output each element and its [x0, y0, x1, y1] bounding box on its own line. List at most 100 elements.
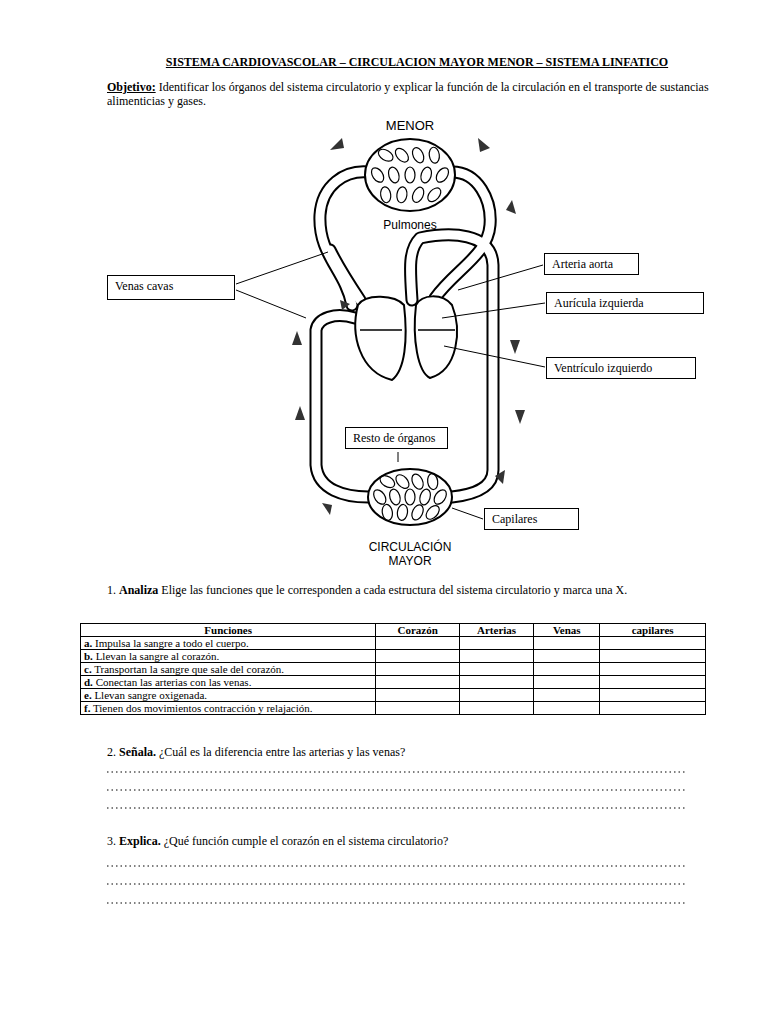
- function-text: Tienen dos movimientos contracción y rel…: [93, 702, 313, 714]
- answer-cell: [376, 650, 460, 663]
- answer-cell: [459, 650, 533, 663]
- label-box: Capilares: [484, 508, 579, 530]
- title-block: SISTEMA CARDIOVASCOLAR – CIRCULACION MAY…: [107, 55, 727, 70]
- label-box: Ventrículo izquierdo: [546, 357, 696, 379]
- lungs-block: Pulmones: [360, 218, 460, 232]
- question-verb: Explica.: [119, 834, 161, 848]
- answer-lines: [107, 772, 687, 903]
- leader-line: [398, 452, 399, 462]
- menor-block: MENOR: [360, 118, 460, 133]
- answer-cell: [459, 637, 533, 650]
- function-cell: f. Tienen dos movimientos contracción y …: [81, 702, 376, 715]
- label-box: Aurícula izquierda: [546, 292, 704, 314]
- answer-cell: [600, 663, 706, 676]
- answer-cell: [600, 702, 706, 715]
- question-verb: Señala.: [119, 745, 156, 759]
- function-text: Transportan la sangre que sale del coraz…: [94, 663, 284, 675]
- row-letter: c.: [84, 663, 92, 675]
- leader-line: [458, 265, 543, 290]
- leader-line: [236, 290, 306, 318]
- answer-cell: [534, 637, 600, 650]
- answer-cell: [534, 676, 600, 689]
- question-text: Elige las funciones que le corresponden …: [161, 583, 627, 597]
- answer-cell: [534, 702, 600, 715]
- table-header: Funciones: [204, 624, 252, 636]
- header-cell: capilares: [600, 624, 706, 637]
- label-box: Venas cavas: [107, 275, 235, 300]
- answer-cell: [376, 637, 460, 650]
- organ-label: Pulmones: [383, 218, 436, 232]
- leader-line: [442, 303, 545, 318]
- flow-arrows: [292, 138, 525, 515]
- vessels: [316, 172, 493, 497]
- heart-right: [355, 297, 405, 380]
- objective-text: Identificar los órganos del sistema circ…: [107, 80, 709, 108]
- label-box: Resto de órganos: [345, 427, 448, 449]
- mayor-block: CIRCULACIÓN MAYOR: [355, 540, 465, 568]
- function-text: Llevan la sangre al corazón.: [96, 650, 220, 662]
- row-letter: f.: [84, 702, 90, 714]
- question-text: ¿Cuál es la diferencia entre las arteria…: [159, 745, 405, 759]
- row-letter: d.: [84, 676, 93, 688]
- function-cell: d. Conectan las arterias con las venas.: [81, 676, 376, 689]
- question-block: 2. Señala. ¿Cuál es la diferencia entre …: [107, 745, 717, 760]
- function-cell: a. Impulsa la sangre a todo el cuerpo.: [81, 637, 376, 650]
- header-cell: Arterias: [459, 624, 533, 637]
- circulation-label: MENOR: [386, 118, 434, 133]
- table-header: capilares: [632, 624, 674, 636]
- answer-cell: [459, 676, 533, 689]
- box-label: Aurícula izquierda: [554, 296, 644, 310]
- leader-line: [236, 252, 328, 284]
- function-text: Conectan las arterias con las venas.: [96, 676, 252, 688]
- question-number: 1.: [107, 583, 116, 597]
- lung-capillaries: [365, 139, 455, 211]
- box-label: Arteria aorta: [552, 257, 613, 271]
- objective-heading: Objetivo:: [107, 80, 156, 94]
- answer-cell: [459, 663, 533, 676]
- question-number: 2.: [107, 745, 116, 759]
- table-header: Corazón: [397, 624, 437, 636]
- question-text: ¿Qué función cumple el corazón en el sis…: [164, 834, 449, 848]
- label-box: Arteria aorta: [544, 253, 639, 275]
- circulation-label: CIRCULACIÓN MAYOR: [369, 540, 452, 568]
- answer-cell: [534, 650, 600, 663]
- table-header: Arterias: [477, 624, 516, 636]
- question-number: 3.: [107, 834, 116, 848]
- heart-valves: [360, 329, 455, 331]
- answer-cell: [376, 689, 460, 702]
- box-label: Resto de órganos: [353, 431, 435, 445]
- header-cell: Corazón: [376, 624, 460, 637]
- box-label: Capilares: [492, 512, 537, 526]
- question-verb: Analiza: [119, 583, 158, 597]
- answer-cell: [534, 689, 600, 702]
- header-cell: Venas: [534, 624, 600, 637]
- body-capillaries: [368, 469, 452, 525]
- function-cell: e. Llevan sangre oxigenada.: [81, 689, 376, 702]
- answer-cell: [459, 689, 533, 702]
- answer-cell: [376, 702, 460, 715]
- function-cell: b. Llevan la sangre al corazón.: [81, 650, 376, 663]
- answer-cell: [600, 650, 706, 663]
- leader-line: [452, 508, 483, 519]
- functions-table: Funciones Corazón Arterias Venas capilares a.…: [80, 623, 706, 715]
- answer-cell: [600, 676, 706, 689]
- page-title: SISTEMA CARDIOVASCOLAR – CIRCULACION MAY…: [166, 55, 668, 69]
- function-cell: c. Transportan la sangre que sale del co…: [81, 663, 376, 676]
- row-letter: b.: [84, 650, 93, 662]
- box-label: Venas cavas: [115, 279, 173, 293]
- function-text: Llevan sangre oxigenada.: [94, 689, 207, 701]
- answer-cell: [376, 663, 460, 676]
- answer-cell: [534, 663, 600, 676]
- function-text: Impulsa la sangre a todo el cuerpo.: [95, 637, 249, 649]
- objective-block: Objetivo: Identificar los órganos del si…: [107, 80, 717, 108]
- leader-line: [444, 346, 545, 367]
- heart-left: [415, 296, 457, 378]
- question-block: 3. Explica. ¿Qué función cumple el coraz…: [107, 834, 717, 849]
- box-label: Ventrículo izquierdo: [554, 361, 652, 375]
- header-cell: Funciones: [81, 624, 376, 637]
- row-letter: e.: [84, 689, 92, 701]
- answer-cell: [600, 689, 706, 702]
